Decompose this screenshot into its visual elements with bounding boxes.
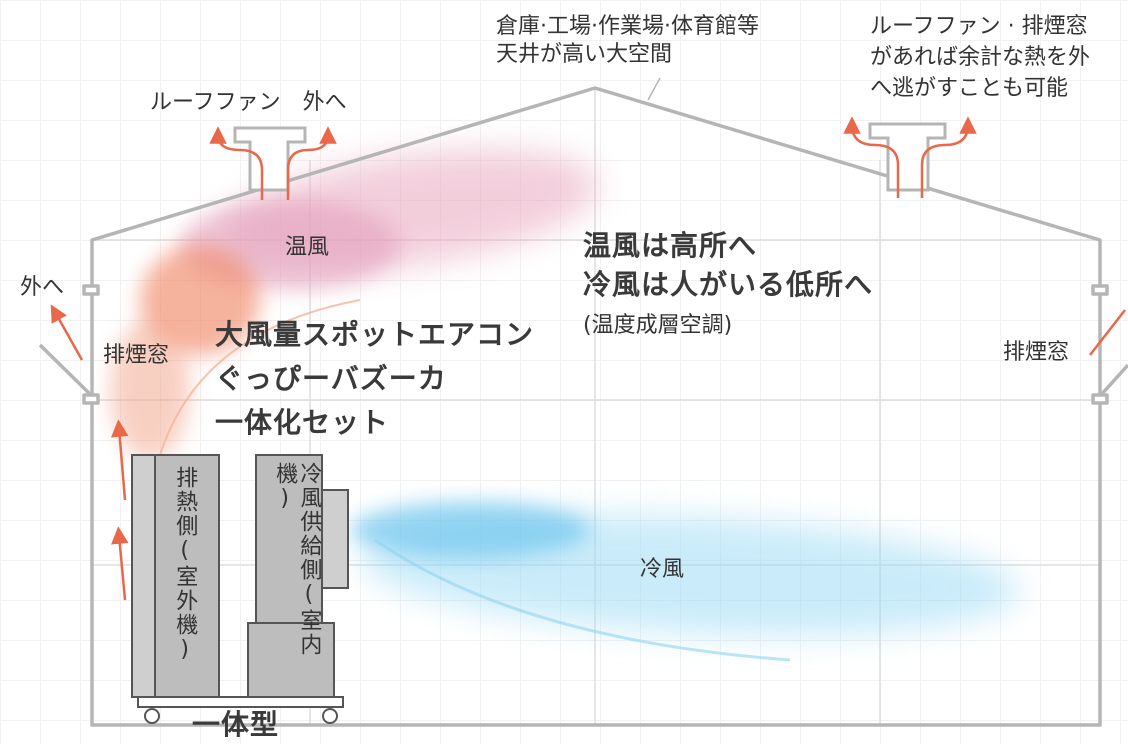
headline-warm: 温風は高所へ [583, 229, 758, 262]
product-name-line2: ぐっぴーバズーカ [215, 362, 447, 395]
building-type-label: 倉庫·工場·作業場·体育館等 [496, 14, 759, 39]
supply-side-label: 冷風供給側(室内機) [272, 462, 322, 657]
smoke-window-label-right: 排煙窓 [1003, 340, 1070, 365]
headline-cold: 冷風は人がいる低所へ [583, 268, 874, 301]
integrated-type-label: 一体型 [192, 708, 280, 741]
building-type-sublabel: 天井が高い大空間 [496, 42, 673, 67]
outdoor-unit [131, 454, 220, 698]
roof-fan-label-left: ルーフファン 外へ [150, 90, 347, 115]
roof-fan-right [868, 122, 947, 192]
indoor-unit [247, 454, 349, 698]
smoke-window-label-left: 排煙窓 [103, 343, 170, 368]
roof-fan-note-line3: へ逃がすことも可能 [870, 76, 1069, 101]
product-name-line3: 一体化セット [215, 406, 390, 439]
cold-air-label: 冷風 [640, 557, 685, 582]
building-outline [38, 77, 1128, 727]
warm-air-label: 温風 [285, 235, 330, 260]
outside-label-left: 外へ [20, 275, 65, 300]
roof-fan-left [233, 126, 307, 192]
product-name-line1: 大風量スポットエアコン [215, 318, 535, 351]
exhaust-side-label: 排熱側(室外機) [172, 466, 198, 664]
warm-air-flow [110, 149, 599, 460]
stratification-note: (温度成層空調) [583, 313, 733, 338]
roof-fan-note-line1: ルーフファン · 排煙窓 [870, 14, 1088, 39]
unit-cart [137, 696, 344, 724]
cold-air-flow [350, 502, 1020, 662]
roof-fan-note-line2: があれば余計な熱を外 [870, 45, 1091, 70]
exhaust-arrows [50, 116, 977, 601]
